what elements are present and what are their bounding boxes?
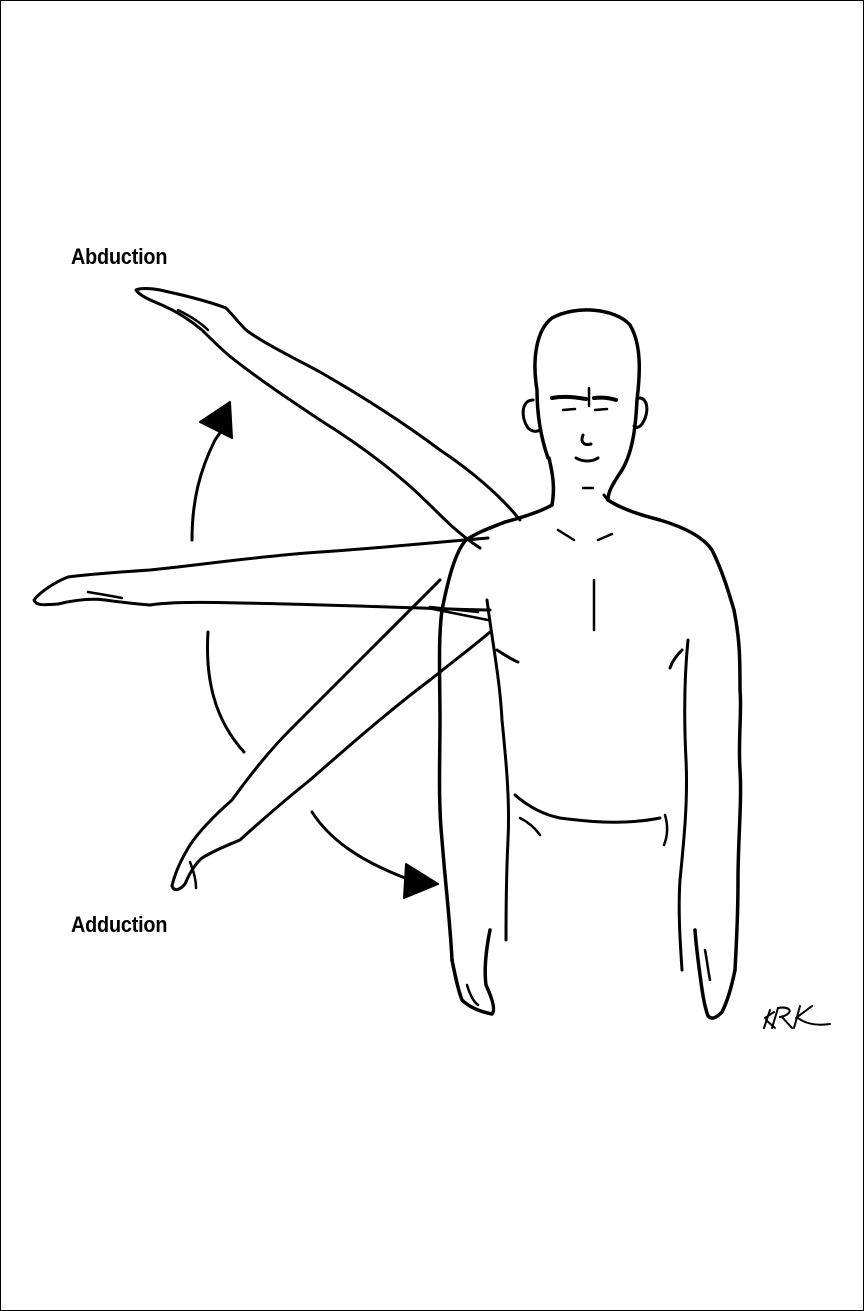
arm-horizontal (34, 538, 490, 612)
artist-signature (764, 1006, 830, 1028)
up-arrowhead-icon (200, 402, 232, 438)
abduction-arrow (192, 402, 232, 540)
torso (440, 500, 741, 970)
arm-rest-left (452, 930, 494, 1014)
adduction-arrow (207, 632, 438, 898)
head (523, 310, 647, 505)
right-arrowhead-icon (404, 864, 438, 898)
arm-rest-right (695, 930, 735, 1018)
face (552, 388, 616, 488)
